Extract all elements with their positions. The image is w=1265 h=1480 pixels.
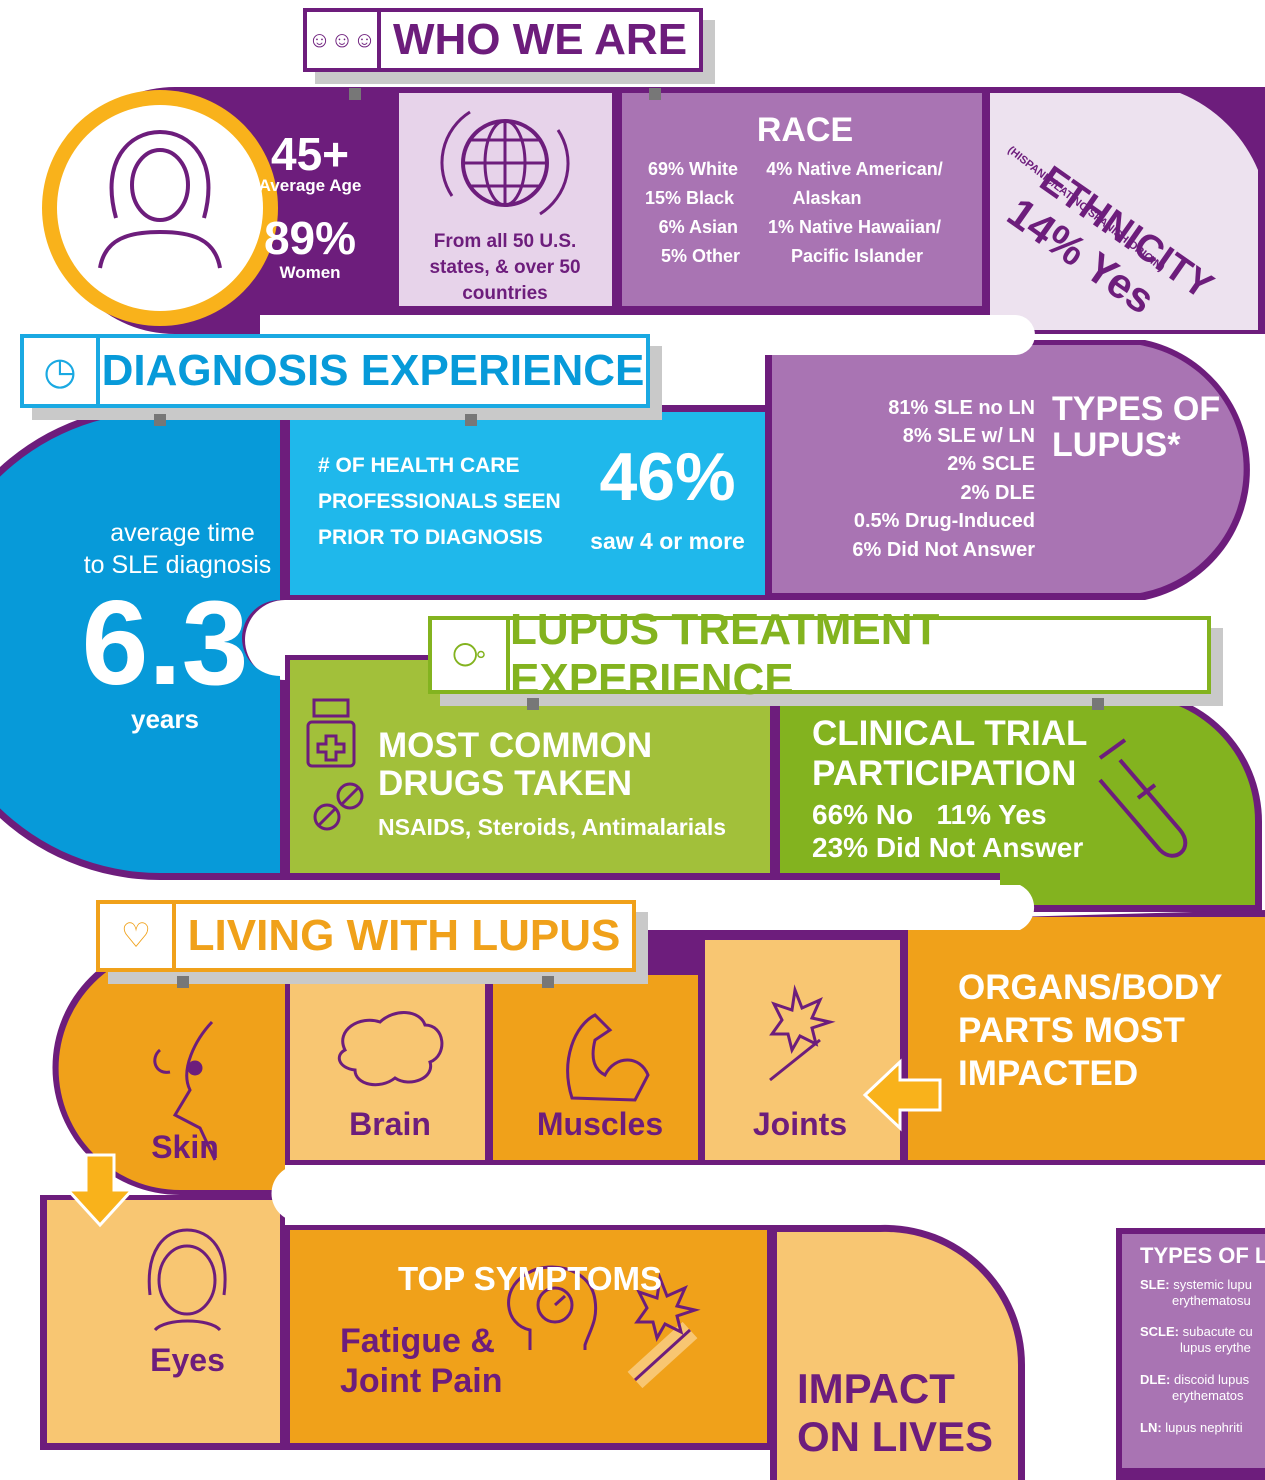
types-title-2: LUPUS* xyxy=(1052,426,1181,464)
living-title: LIVING WITH LUPUS xyxy=(187,911,621,960)
legend-desc-sle-1: systemic lupu xyxy=(1173,1277,1252,1292)
arrow-left-icon xyxy=(862,1058,942,1132)
organ-skin: Skin xyxy=(151,1129,219,1165)
race-title: RACE xyxy=(756,111,854,149)
race-left-2: 15% Black xyxy=(644,188,734,208)
types-item-3: 2% SCLE xyxy=(947,453,1035,475)
organ-eyes: Eyes xyxy=(150,1342,225,1378)
organs-title-2: PARTS MOST xyxy=(958,1011,1185,1050)
time-unit: years xyxy=(131,704,199,734)
location-line-1: From all 50 U.S. xyxy=(433,231,577,252)
time-line-2: to SLE diagnosis xyxy=(83,551,272,579)
legend-abbr-dle: DLE: xyxy=(1140,1372,1171,1387)
diagnosis-title: DIAGNOSIS EXPERIENCE xyxy=(101,346,645,395)
symptoms-line-2: Joint Pain xyxy=(340,1362,503,1400)
race-left-3: 6% Asian xyxy=(658,217,738,237)
race-right-3: 1% Native Hawaiian/ xyxy=(767,217,942,237)
row-who xyxy=(51,87,1265,334)
impact-line-2: ON LIVES xyxy=(797,1413,994,1460)
drugs-list: NSAIDS, Steroids, Antimalarials xyxy=(378,814,727,840)
hcp-value: 46% xyxy=(599,439,736,515)
eyes-face-icon xyxy=(147,1228,227,1332)
people-group-icon: ☺☺☺ xyxy=(307,12,381,68)
legend-desc-dle-2: erythematos xyxy=(1172,1388,1244,1403)
age-value: 45+ xyxy=(270,128,350,180)
trial-title-1: CLINICAL TRIAL xyxy=(812,714,1088,753)
legend-abbr-sle: SLE: xyxy=(1140,1277,1170,1292)
heart-hands-icon: ♡ xyxy=(100,904,176,968)
legend-desc-sle-2: erythematosu xyxy=(1172,1293,1251,1308)
legend-desc-scle-2: lupus erythe xyxy=(1180,1340,1251,1355)
legend-desc-ln-1: lupus nephriti xyxy=(1165,1420,1243,1435)
row-symptoms xyxy=(40,1195,1025,1480)
diagnosis-header: ◷ DIAGNOSIS EXPERIENCE xyxy=(20,334,650,408)
organ-muscles: Muscles xyxy=(536,1106,664,1142)
organ-joints: Joints xyxy=(752,1106,848,1142)
arrow-down-icon xyxy=(64,1153,136,1228)
legend-abbr-scle: SCLE: xyxy=(1140,1324,1179,1339)
hcp-line-3: PRIOR TO DIAGNOSIS xyxy=(318,526,543,549)
treatment-title: LUPUS TREATMENT EXPERIENCE xyxy=(510,605,940,704)
time-line-1: average time xyxy=(110,519,255,547)
women-label: Women xyxy=(279,263,341,282)
women-value: 89% xyxy=(263,212,357,264)
hcp-line-1: # OF HEALTH CARE xyxy=(318,454,520,477)
race-left-1: 69% White xyxy=(647,159,738,179)
trial-line-1: 66% No 11% Yes xyxy=(812,799,1047,830)
drugs-title-1: MOST COMMON xyxy=(378,726,653,765)
fatigue-head-icon xyxy=(507,1265,598,1350)
treatment-header: ⧂ LUPUS TREATMENT EXPERIENCE xyxy=(428,605,1211,704)
time-value: 6.3 xyxy=(81,576,249,710)
hcp-label: saw 4 or more xyxy=(590,528,745,554)
types-item-2: 8% SLE w/ LN xyxy=(902,425,1035,447)
row-diagnosis xyxy=(0,340,1250,880)
muscle-icon xyxy=(566,1013,650,1102)
drugs-title-2: DRUGS TAKEN xyxy=(378,764,633,803)
location-line-2: states, & over 50 xyxy=(429,257,581,278)
types-item-5: 0.5% Drug-Induced xyxy=(853,510,1035,532)
who-we-are-title: WHO WE ARE xyxy=(392,15,688,64)
living-header: ♡ LIVING WITH LUPUS xyxy=(96,900,636,972)
legend-abbr-ln: LN: xyxy=(1140,1420,1162,1435)
pill-bottle-icon xyxy=(306,698,356,768)
trial-line-2: 23% Did Not Answer xyxy=(812,832,1084,863)
joint-pain-icon xyxy=(627,1272,701,1389)
test-tube-icon xyxy=(1098,738,1188,858)
race-right-2: Alaskan xyxy=(792,188,862,208)
tablets-icon xyxy=(313,782,364,831)
lupus-types-legend: TYPES OF L SLE: systemic lupu erythemato… xyxy=(1116,1228,1265,1480)
legend-desc-dle-1: discoid lupus xyxy=(1173,1372,1250,1387)
organs-title-3: IMPACTED xyxy=(958,1054,1139,1093)
race-right-4: Pacific Islander xyxy=(790,246,924,266)
joint-icon xyxy=(763,984,836,1089)
organs-title-1: ORGANS/BODY xyxy=(958,968,1223,1007)
types-item-1: 81% SLE no LN xyxy=(888,397,1035,419)
hcp-line-2: PROFESSIONALS SEEN xyxy=(318,490,561,513)
impact-line-1: IMPACT xyxy=(797,1365,955,1412)
race-right-1: 4% Native American/ xyxy=(766,159,943,179)
race-left-4: 5% Other xyxy=(660,246,740,266)
age-label: Average Age xyxy=(258,176,362,195)
who-we-are-header: ☺☺☺ WHO WE ARE xyxy=(303,8,703,72)
clock-icon: ◷ xyxy=(24,338,100,404)
pill-capsule-icon: ⧂ xyxy=(432,620,510,690)
organ-brain: Brain xyxy=(349,1106,431,1142)
types-item-4: 2% DLE xyxy=(960,482,1035,504)
skin-face-icon xyxy=(153,1020,217,1161)
symptoms-line-1: Fatigue & xyxy=(340,1322,495,1360)
woman-avatar-icon xyxy=(42,90,278,326)
location-line-3: countries xyxy=(462,283,548,304)
symptoms-title: TOP SYMPTOMS xyxy=(397,1260,663,1297)
legend-desc-scle-1: subacute cu xyxy=(1182,1324,1253,1339)
brain-icon xyxy=(337,1011,444,1087)
globe-icon xyxy=(440,110,570,216)
types-title-1: TYPES OF xyxy=(1052,390,1221,428)
legend-title: TYPES OF L xyxy=(1140,1243,1265,1268)
row-living xyxy=(52,910,1265,1195)
types-item-6: 6% Did Not Answer xyxy=(852,539,1035,561)
trial-title-2: PARTICIPATION xyxy=(812,754,1077,793)
